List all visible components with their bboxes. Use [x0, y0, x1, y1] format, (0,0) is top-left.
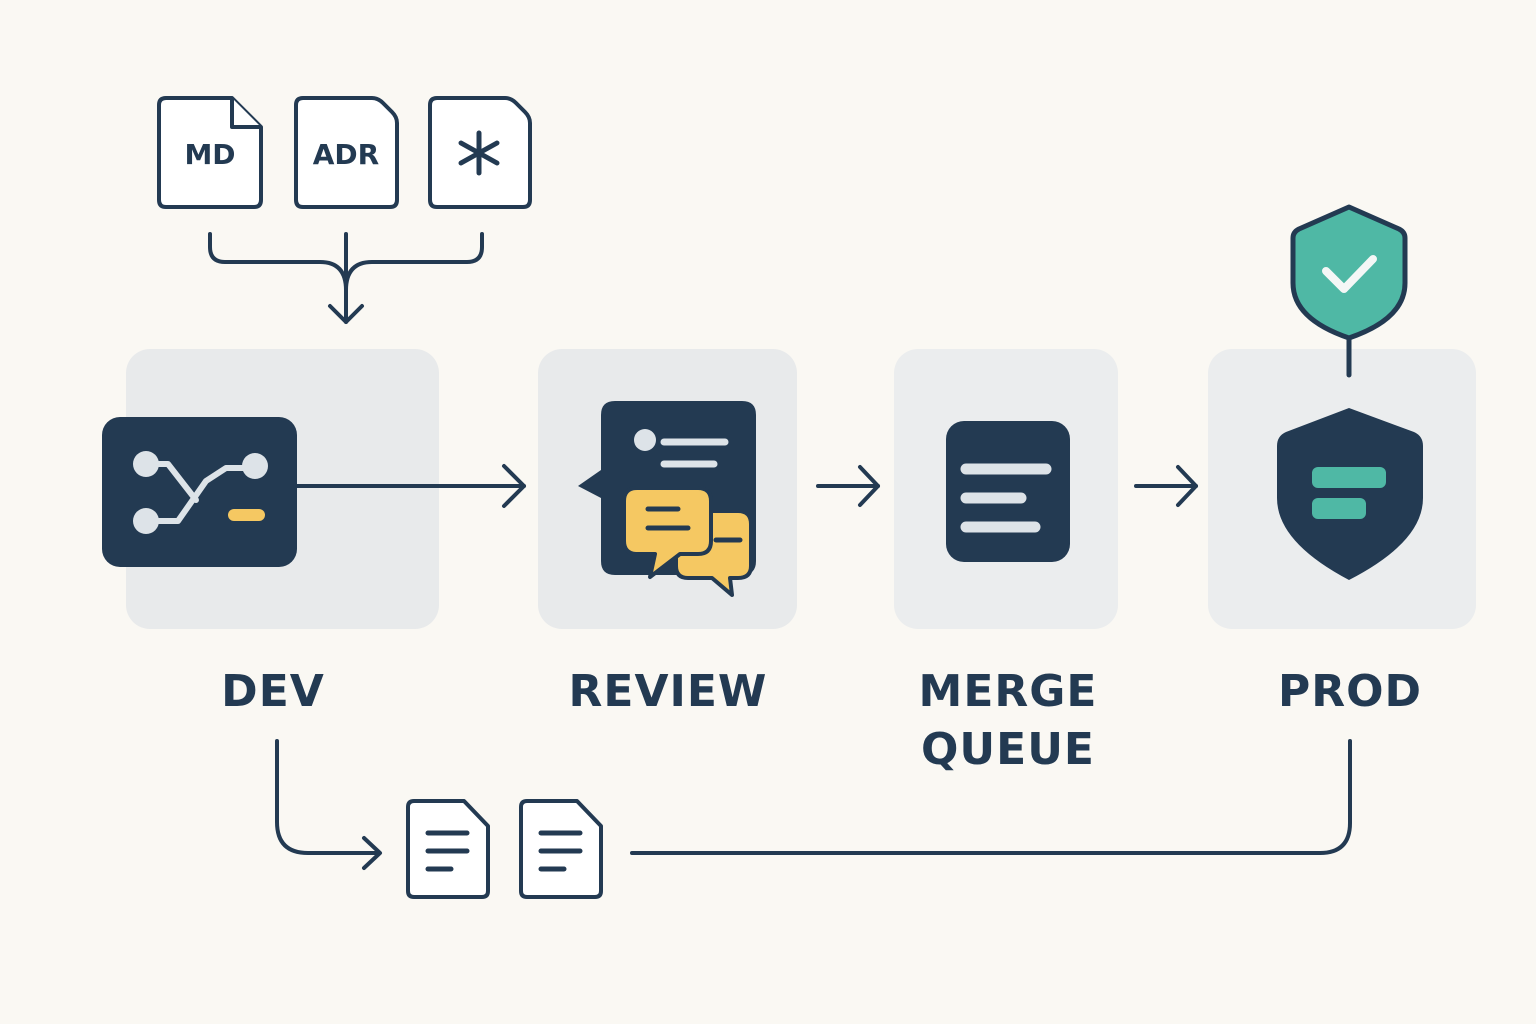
arrow-review-to-merge: [816, 465, 880, 507]
input-doc-md[interactable]: MD: [157, 96, 263, 209]
asterisk-icon: [458, 130, 500, 176]
output-doc-1[interactable]: [406, 799, 490, 899]
input-doc-adr-label: ADR: [313, 138, 379, 171]
arrow-merge-to-prod: [1134, 465, 1198, 507]
input-doc-asterisk[interactable]: [428, 96, 532, 209]
stage-label-queue: QUEUE: [921, 724, 1095, 775]
inputs-merge-connector: [208, 232, 484, 324]
docs-to-prod-connector: [630, 739, 1352, 855]
output-doc-2[interactable]: [519, 799, 603, 899]
stage-label-merge: MERGE: [919, 666, 1098, 717]
queue-document-icon: [946, 421, 1070, 562]
status-pill: [228, 509, 265, 521]
dev-to-docs-connector: [275, 739, 382, 870]
chat-comments-icon: [578, 401, 756, 597]
shield-icon: [1277, 408, 1423, 580]
folded-corner-icon: [230, 98, 261, 129]
arrow-dev-to-review: [295, 464, 526, 508]
branch-merge-icon: [102, 417, 297, 567]
input-doc-adr[interactable]: ADR: [294, 96, 399, 209]
stage-label-prod: PROD: [1278, 666, 1422, 717]
input-doc-md-label: MD: [184, 138, 235, 171]
shield-check-icon: [1290, 204, 1408, 378]
stage-label-review: REVIEW: [569, 666, 768, 717]
stage-label-dev: DEV: [221, 666, 325, 717]
